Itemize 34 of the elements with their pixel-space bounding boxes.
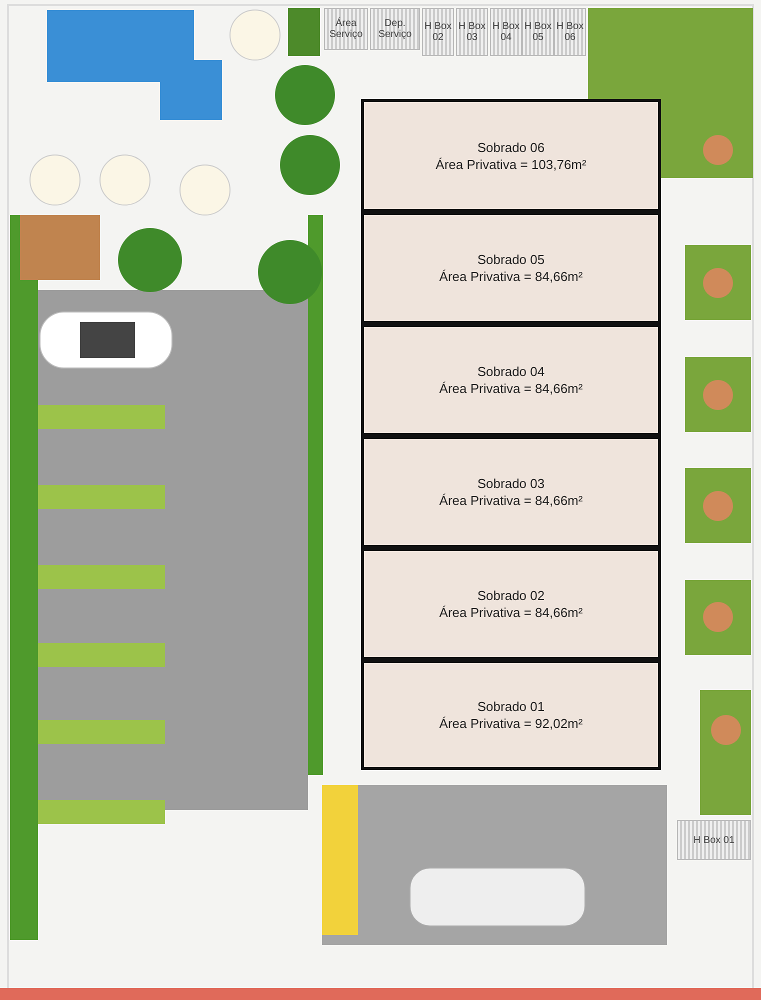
area-text: Área Privativa = 84,66m² — [439, 268, 583, 285]
room-label: H Box 05 — [524, 21, 552, 43]
room-label: H Box 01 — [693, 834, 735, 846]
room-box — [324, 8, 368, 50]
house-name: Sobrado 05 — [477, 251, 545, 268]
house-name: Sobrado 02 — [477, 587, 545, 604]
house-name: Sobrado 01 — [477, 698, 545, 715]
room-box — [490, 8, 522, 56]
room-box — [422, 8, 454, 56]
house-lot-box — [361, 324, 661, 436]
area-text: Área Privativa = 84,66m² — [439, 492, 583, 509]
room-box — [554, 8, 586, 56]
house-lot-box — [361, 660, 661, 770]
house-name: Sobrado 06 — [477, 138, 545, 156]
house-name: Sobrado 04 — [477, 363, 545, 380]
room-label: H Box 06 — [556, 21, 584, 43]
area-text: Área Privativa = 92,02m² — [439, 715, 583, 732]
room-label: Área Serviço — [328, 18, 364, 40]
area-text: Área Privativa = 103,76m² — [436, 156, 586, 172]
room-box — [370, 8, 420, 50]
house-name: Sobrado 03 — [477, 475, 545, 492]
area-text: Área Privativa = 84,66m² — [439, 604, 583, 621]
house-lot-box — [361, 548, 661, 660]
room-label: H Box 04 — [492, 21, 520, 43]
room-label: H Box 02 — [424, 21, 452, 43]
room-box — [677, 820, 751, 860]
room-box — [522, 8, 554, 56]
house-lot-box — [361, 99, 661, 212]
room-label: H Box 03 — [458, 21, 486, 43]
house-lot-box — [361, 212, 661, 324]
room-label: Dep. Serviço — [377, 18, 413, 40]
area-text: Área Privativa = 84,66m² — [439, 380, 583, 397]
house-lot-box — [361, 436, 661, 548]
room-box — [456, 8, 488, 56]
